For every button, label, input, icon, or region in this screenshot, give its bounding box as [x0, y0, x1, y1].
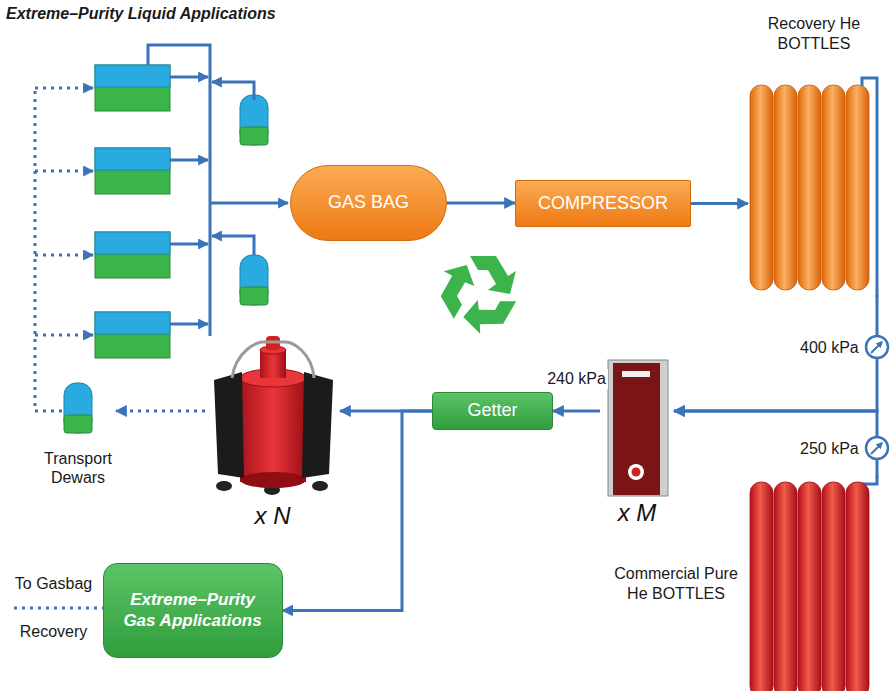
purifier-body — [608, 360, 668, 496]
recovery-pipe — [170, 76, 208, 79]
application-dewar — [95, 232, 170, 278]
liquefier-body — [240, 472, 306, 488]
recovery-pipe — [170, 323, 208, 326]
purifier-logo — [632, 468, 641, 477]
wheel — [216, 481, 232, 491]
gas-bottle — [750, 482, 773, 691]
pressure-regulator — [866, 437, 888, 459]
node-label: x N — [255, 501, 291, 530]
gas-bottle — [798, 482, 821, 691]
small-dewar — [240, 255, 268, 305]
recovery-pipe — [210, 202, 288, 205]
liquid-application-boxes — [95, 65, 170, 358]
pressure-regulator — [866, 336, 888, 358]
bottle-bank: Recovery He BOTTLES — [748, 10, 880, 295]
recovery-pipe — [212, 82, 254, 100]
node-label: Getter — [467, 400, 517, 422]
pipe-connector — [674, 411, 877, 478]
recovery-bottles — [750, 78, 877, 297]
recovery-pipe — [148, 45, 210, 336]
regulator-needle — [871, 443, 882, 454]
purifier-unit: x M — [600, 355, 674, 527]
note-label: To Gasbag Recovery — [6, 560, 101, 656]
gas-bottle — [846, 482, 869, 691]
bottle-bank: Commercial Pure He BOTTLES — [748, 478, 880, 691]
gas-bag: GAS BAG — [290, 165, 447, 241]
node-label: Transport Dewars — [40, 449, 116, 488]
application-box: Extreme–Purity Gas Applications — [103, 563, 283, 658]
pipe-connector — [691, 202, 748, 205]
node-label: COMPRESSOR — [538, 193, 668, 215]
delivery-line — [35, 88, 62, 411]
recovery-lines — [148, 45, 288, 336]
transport-dewar: Transport Dewars — [40, 380, 116, 488]
purifier-front — [613, 363, 660, 495]
gas-bottle — [774, 85, 797, 290]
node-label: Extreme–Purity Gas Applications — [113, 590, 273, 631]
wheel — [312, 481, 328, 491]
regulator-needle — [871, 342, 882, 353]
recycle-arrow — [460, 282, 516, 341]
node-label: Commercial Pure He BOTTLES — [614, 564, 738, 603]
purifier-illustration — [608, 360, 668, 496]
side-panel — [302, 372, 333, 478]
recovery-pipe — [170, 243, 208, 246]
purifier-display — [622, 371, 650, 377]
node-label: GAS BAG — [328, 192, 409, 214]
recycle-arrow — [431, 260, 487, 319]
purifier-logo — [628, 464, 644, 480]
handle — [232, 342, 314, 378]
gas-bottle — [750, 85, 773, 290]
side-panel — [214, 372, 244, 478]
delivery-line — [35, 87, 93, 90]
node-label: Recovery He BOTTLES — [753, 14, 875, 53]
node-label: x M — [618, 498, 657, 527]
small-dewar — [240, 95, 268, 145]
recovery-pipe — [170, 159, 208, 162]
pipe-connector — [116, 410, 205, 413]
compressor-box: COMPRESSOR — [515, 180, 691, 227]
liquid-delivery-lines — [12, 88, 105, 608]
getter-box: Getter — [432, 392, 553, 430]
pipe-connector — [674, 295, 877, 411]
commercial-bottles — [750, 476, 877, 691]
liquefier-body — [240, 378, 306, 482]
application-dewar — [95, 65, 170, 111]
gas-bottle — [822, 85, 845, 290]
pressure-label: 240 kPa — [545, 369, 608, 389]
liquefier-unit: x N — [205, 332, 340, 530]
application-dewar — [95, 148, 170, 194]
pipe-connector — [553, 410, 600, 413]
recycle-symbol — [431, 256, 516, 341]
regulator-dial — [866, 437, 888, 459]
gas-bottle — [798, 85, 821, 290]
delivery-line — [35, 170, 93, 173]
gas-bottle — [846, 85, 869, 290]
gas-bottle — [774, 482, 797, 691]
recovery-pipe — [212, 236, 254, 255]
application-dewar — [95, 312, 170, 358]
delivery-line — [35, 334, 93, 337]
pipe-connector — [447, 202, 515, 205]
diagram-title: Extreme–Purity Liquid Applications — [6, 4, 276, 24]
gasbag-return-line — [12, 607, 105, 610]
recycle-arrow — [470, 256, 516, 294]
gas-bottle — [822, 482, 845, 691]
liquefier-illustration — [214, 336, 333, 495]
delivery-line — [35, 254, 93, 257]
pressure-label: 250 kPa — [800, 439, 859, 459]
transport-dewar-icon — [64, 383, 92, 433]
pressure-label: 400 kPa — [800, 338, 859, 358]
pipe-connector — [283, 411, 433, 611]
regulator-dial — [866, 336, 888, 358]
